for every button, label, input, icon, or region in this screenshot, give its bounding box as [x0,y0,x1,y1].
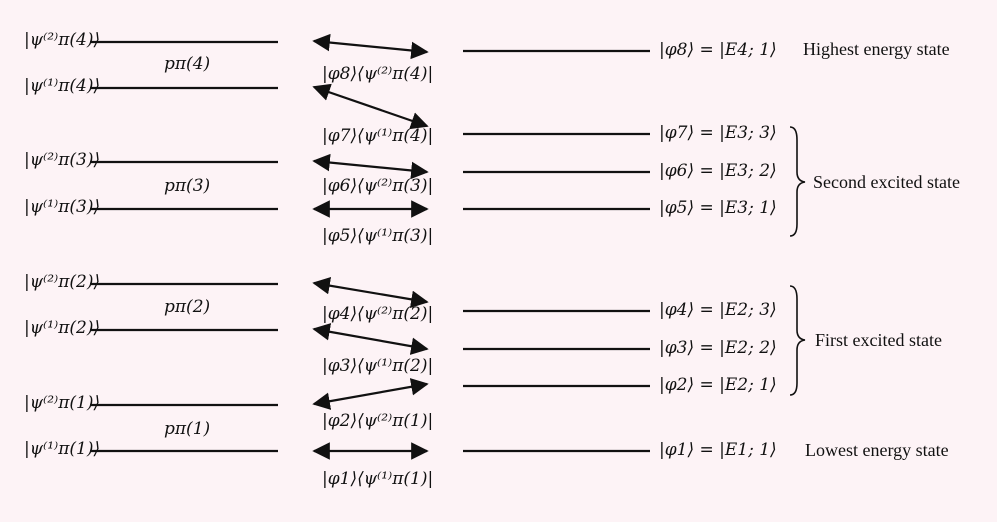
p-label-pi4: pπ(4) [164,54,211,74]
psi-label-pi1-1: |ψ⁽¹⁾π(1)⟩ [24,439,101,459]
projector-label-1: |φ1⟩⟨ψ⁽¹⁾π(1)| [322,469,434,489]
projector-label-7: |φ7⟩⟨ψ⁽¹⁾π(4)| [322,126,434,146]
highest-energy-label: Highest energy state [803,39,950,59]
phi-label-4: |φ4⟩ = |E2; 3⟩ [659,300,777,320]
psi-label-pi1-2: |ψ⁽²⁾π(1)⟩ [24,393,101,413]
projector-label-2: |φ2⟩⟨ψ⁽²⁾π(1)| [322,411,434,431]
phi-label-1: |φ1⟩ = |E1; 1⟩ [659,440,777,460]
psi-label-pi2-2: |ψ⁽²⁾π(2)⟩ [24,272,101,292]
phi-label-3: |φ3⟩ = |E2; 2⟩ [659,338,777,358]
transition-arrows [312,33,429,460]
arrow-6 [312,153,429,180]
left-levels [90,40,278,453]
first-excited-label: First excited state [815,330,942,350]
arrow-2 [312,378,429,410]
projector-label-6: |φ6⟩⟨ψ⁽²⁾π(3)| [322,176,434,196]
phi-label-2: |φ2⟩ = |E2; 1⟩ [659,375,777,395]
phi-label-6: |φ6⟩ = |E3; 2⟩ [659,161,777,181]
arrow-8 [312,33,429,60]
phi-label-7: |φ7⟩ = |E3; 3⟩ [659,123,777,143]
phi-label-5: |φ5⟩ = |E3; 1⟩ [659,198,777,218]
brace-second-excited [789,126,806,237]
second-excited-label: Second excited state [813,172,960,192]
brace-first-excited [789,285,806,396]
p-label-pi2: pπ(2) [164,297,211,317]
p-label-pi1: pπ(1) [164,419,211,439]
psi-label-pi4-1: |ψ⁽¹⁾π(4)⟩ [24,76,101,96]
projector-label-8: |φ8⟩⟨ψ⁽²⁾π(4)| [322,64,434,84]
p-label-pi3: pπ(3) [164,176,211,196]
arrow-3 [312,323,429,355]
right-levels [463,49,650,453]
projector-label-5: |φ5⟩⟨ψ⁽¹⁾π(3)| [322,226,434,246]
psi-label-pi3-2: |ψ⁽²⁾π(3)⟩ [24,150,101,170]
phi-label-8: |φ8⟩ = |E4; 1⟩ [659,40,777,60]
psi-label-pi2-1: |ψ⁽¹⁾π(2)⟩ [24,318,101,338]
projector-label-3: |φ3⟩⟨ψ⁽¹⁾π(2)| [322,356,434,376]
projector-label-4: |φ4⟩⟨ψ⁽²⁾π(2)| [322,304,434,324]
psi-label-pi4-2: |ψ⁽²⁾π(4)⟩ [24,30,101,50]
arrow-7 [312,83,429,130]
psi-label-pi3-1: |ψ⁽¹⁾π(3)⟩ [24,197,101,217]
lowest-energy-label: Lowest energy state [805,440,949,460]
arrow-4 [312,276,429,309]
